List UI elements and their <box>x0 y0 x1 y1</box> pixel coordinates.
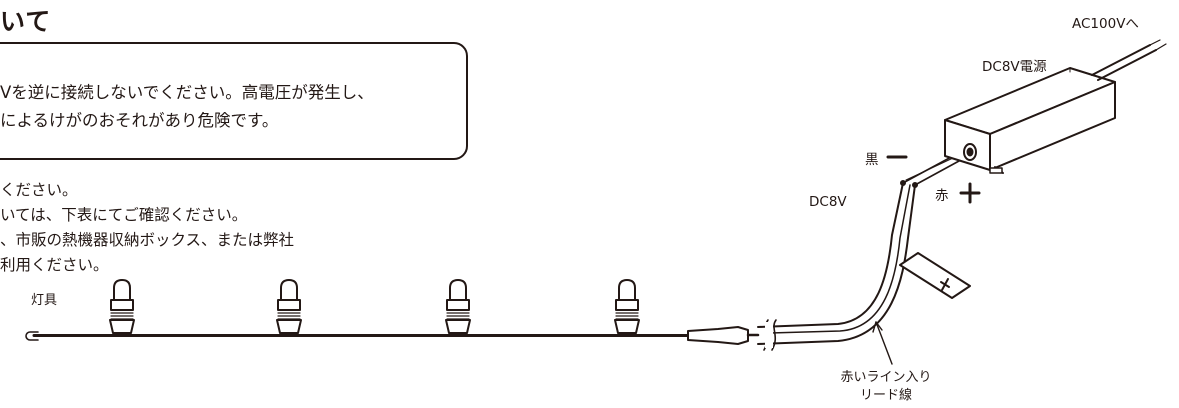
lamp-bulb-3 <box>445 279 471 334</box>
red-wire-label: 赤 <box>935 188 949 204</box>
note-line-3: 、市販の熱機器収納ボックス、または弊社 <box>0 231 295 249</box>
section-heading: いて <box>0 7 52 36</box>
warning-box <box>0 42 468 160</box>
black-wire-label: 黒 <box>865 152 879 168</box>
lead-leader-line <box>875 321 893 365</box>
lead-wire-label-line-1: 赤いライン入り <box>840 370 932 385</box>
note-line-1: ください。 <box>0 181 78 199</box>
ac-cable-outer-2 <box>1097 49 1157 81</box>
cable-connector <box>687 326 749 345</box>
lamp-bulb-2 <box>276 279 302 334</box>
lead-wire-red-line <box>769 184 911 334</box>
warning-line-2: によるけがのおそれがあり危険です。 <box>0 111 279 130</box>
ac-input-label: AC100Vへ <box>1072 16 1139 32</box>
ac-cable-wire-1 <box>1149 39 1161 46</box>
ac-cable-outer-1 <box>1091 44 1151 76</box>
dc8v-power-supply <box>944 67 1116 174</box>
dc8v-label: DC8V <box>809 194 847 210</box>
power-supply-label: DC8V電源 <box>982 59 1047 75</box>
ac-cable-wire-2 <box>1155 43 1167 51</box>
lead-wire-outer-top <box>757 182 904 328</box>
lamp-bulb-4 <box>614 279 640 334</box>
tag-plus-v <box>941 278 949 291</box>
lead-wire-outer-bottom <box>757 184 916 345</box>
note-line-2: いては、下表にてご確認ください。 <box>0 206 248 224</box>
warning-line-1: Vを逆に接続しないでください。高電圧が発生し、 <box>0 83 374 102</box>
lamp-bulb-1 <box>109 279 135 334</box>
fixture-label: 灯具 <box>31 293 58 308</box>
note-line-4: 利用ください。 <box>0 256 109 274</box>
lead-wire-label-line-2: リード線 <box>859 388 912 403</box>
cable-end-cap <box>25 331 39 341</box>
polarity-tag <box>899 252 971 299</box>
leader-arrow-icon <box>872 321 883 333</box>
break-mark-2 <box>771 319 777 351</box>
